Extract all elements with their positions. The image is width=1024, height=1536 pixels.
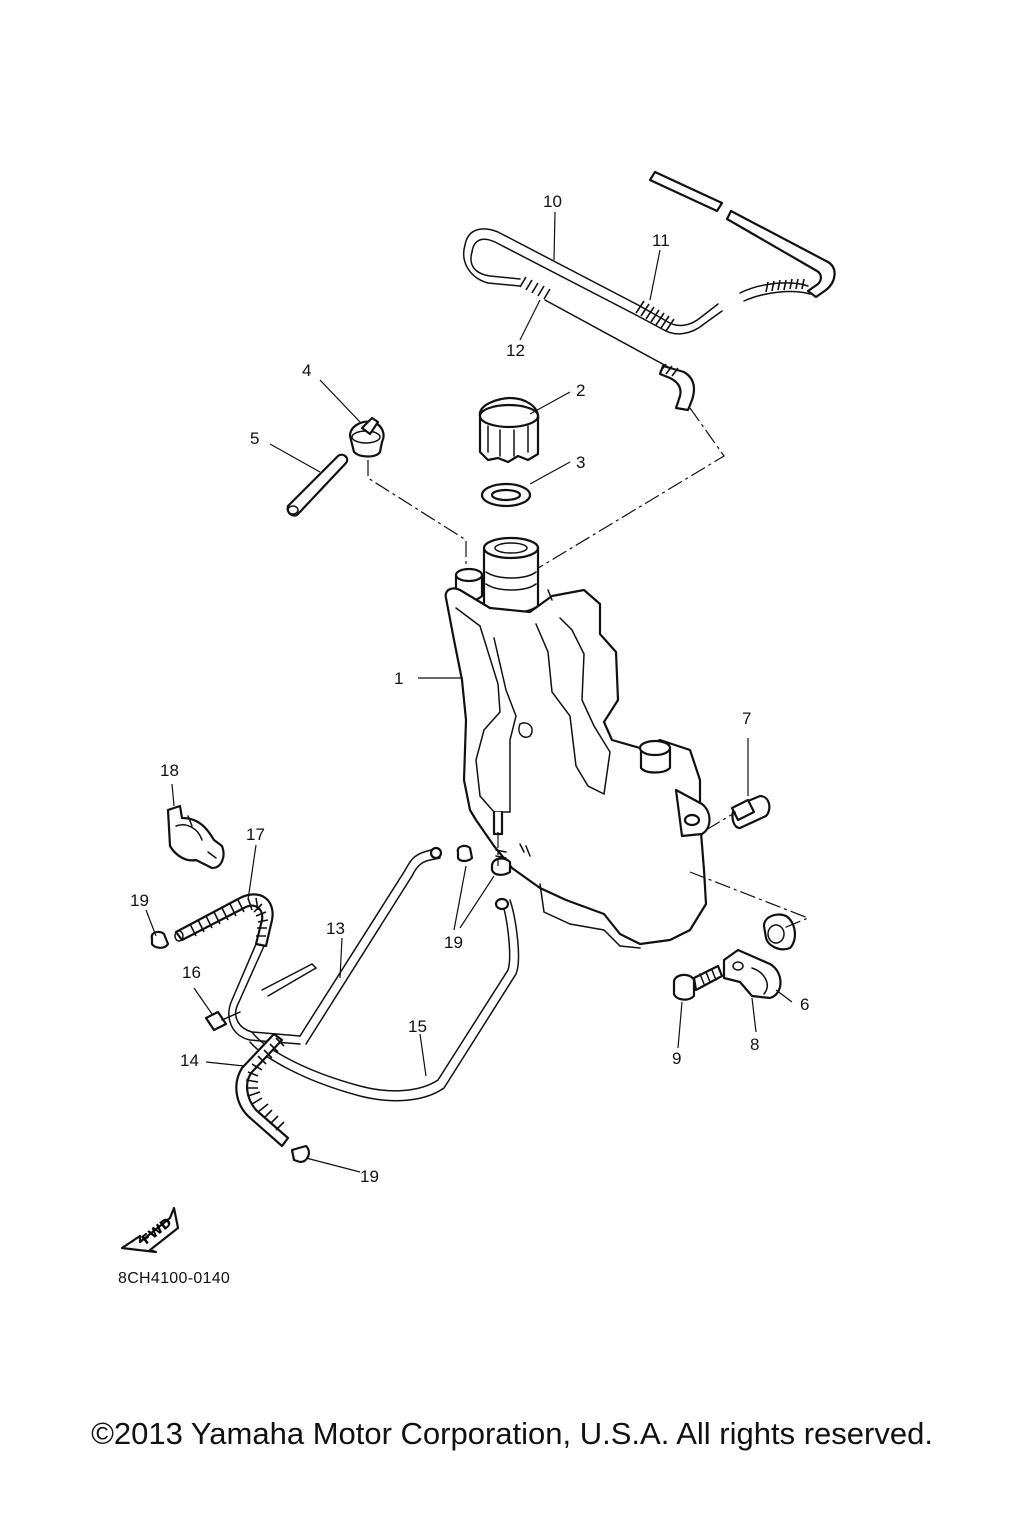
callout-16: 16 bbox=[182, 963, 201, 982]
short-tube bbox=[286, 453, 349, 517]
callout-15: 15 bbox=[408, 1017, 427, 1036]
clamp-18 bbox=[166, 804, 225, 870]
callout-19-center: 19 bbox=[444, 933, 463, 952]
callout-6: 6 bbox=[800, 995, 809, 1014]
callout-9: 9 bbox=[672, 1049, 681, 1068]
diagram-code: 8CH4100-0140 bbox=[118, 1270, 231, 1287]
callout-19-left: 19 bbox=[130, 891, 149, 910]
callout-2: 2 bbox=[576, 381, 585, 400]
callout-7: 7 bbox=[742, 709, 751, 728]
radiator-cap bbox=[478, 396, 540, 464]
bolt-9 bbox=[672, 964, 724, 1001]
cap-line bbox=[367, 460, 467, 570]
callout-8: 8 bbox=[750, 1035, 759, 1054]
overflow-hose-assembly bbox=[463, 170, 836, 571]
callout-17: 17 bbox=[246, 825, 265, 844]
bolt-line bbox=[705, 811, 737, 831]
coiled-hose-14 bbox=[235, 1032, 310, 1164]
callout-1: 1 bbox=[394, 669, 403, 688]
grommet bbox=[762, 913, 796, 951]
coiled-hose-17 bbox=[174, 893, 274, 948]
leader-lines bbox=[145, 211, 793, 1173]
fwd-arrow-icon: FWD bbox=[120, 1206, 180, 1254]
copyright-notice: ©2013 Yamaha Motor Corporation, U.S.A. A… bbox=[91, 1416, 933, 1451]
callout-11: 11 bbox=[652, 231, 670, 250]
reservoir-tank bbox=[444, 536, 711, 949]
callout-14: 14 bbox=[180, 1051, 199, 1070]
gasket bbox=[480, 482, 532, 508]
drain-hoses bbox=[228, 846, 520, 1102]
callout-5: 5 bbox=[250, 429, 259, 448]
callout-3: 3 bbox=[576, 453, 585, 472]
callout-10: 10 bbox=[543, 192, 562, 211]
callout-12: 12 bbox=[506, 341, 525, 360]
callout-numbers: 1 2 3 4 5 6 7 8 9 10 11 12 13 14 15 16 1… bbox=[130, 192, 809, 1186]
grommet-line bbox=[689, 871, 810, 929]
callout-4: 4 bbox=[302, 361, 311, 380]
bracket-8 bbox=[722, 948, 782, 1000]
fitting-16 bbox=[204, 1010, 241, 1032]
bolt-7 bbox=[730, 738, 771, 830]
callout-13: 13 bbox=[326, 919, 345, 938]
callout-18: 18 bbox=[160, 761, 179, 780]
small-cap bbox=[348, 416, 385, 458]
callout-19-bottom: 19 bbox=[360, 1167, 379, 1186]
